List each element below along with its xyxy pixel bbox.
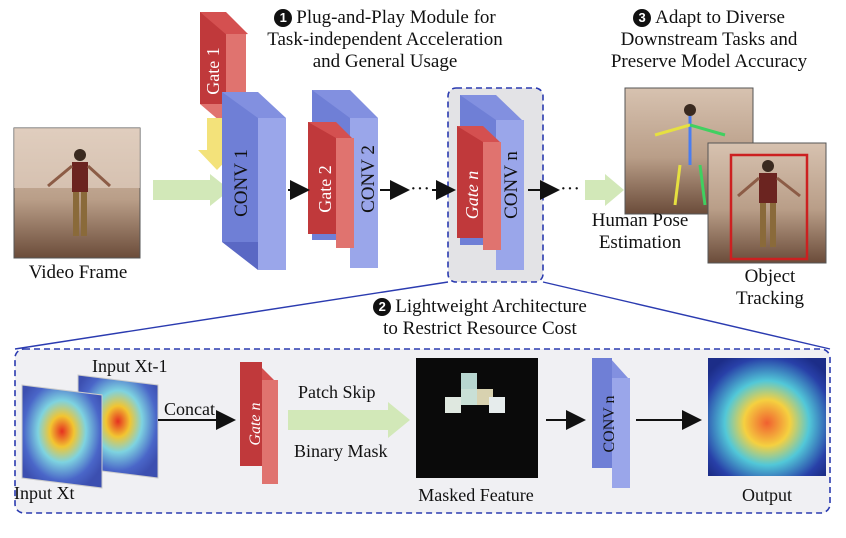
patch-skip-label: Patch Skip <box>298 382 376 402</box>
gate2-block <box>308 122 336 234</box>
output-heatmap-image <box>708 358 826 476</box>
panel-gaten-label: Gate n <box>247 402 264 446</box>
masked-feature-label: Masked Feature <box>418 485 534 505</box>
human-pose-label: Human Pose Estimation <box>580 210 700 254</box>
patch-skip-arrow <box>288 402 410 438</box>
output-arrow <box>585 174 624 206</box>
gate2-label: Gate 2 <box>315 165 335 213</box>
panel-gaten-block <box>240 362 262 466</box>
gaten-label: Gate n <box>462 170 482 220</box>
output-label: Output <box>741 485 792 505</box>
tracking-image <box>707 142 827 264</box>
step2-line1: Lightweight Architecture <box>395 296 587 317</box>
step2-line2: to Restrict Resource Cost <box>383 318 577 339</box>
step3-number: 3 <box>633 9 652 27</box>
conv1-block <box>222 92 258 242</box>
conv1-label: CONV 1 <box>231 149 252 217</box>
dots-1: ··· <box>410 178 430 200</box>
conv2-label: CONV 2 <box>358 145 379 213</box>
zoom-line-left <box>14 281 449 350</box>
panel-convn-block <box>592 358 612 468</box>
input-arrow <box>153 174 230 206</box>
masked-feature-image <box>416 358 538 478</box>
human-pose-line2: Estimation <box>598 232 682 253</box>
heatmap-image <box>21 374 159 489</box>
object-tracking-label: Object Tracking <box>720 266 820 310</box>
step1-line2: Task-independent Acceleration <box>267 29 503 50</box>
step3-line2: Downstream Tasks and <box>620 29 798 50</box>
zoom-line-right <box>542 281 831 350</box>
video-frame-image <box>13 127 141 259</box>
step3-line3: Preserve Model Accuracy <box>610 51 808 72</box>
step2-number: 2 <box>373 298 392 316</box>
panel-convn-label: CONV n <box>601 395 618 453</box>
step3-line1: Adapt to Diverse <box>655 7 785 28</box>
step1-number: 1 <box>274 9 293 27</box>
object-tracking-line1: Object <box>744 266 796 287</box>
binary-mask-label: Binary Mask <box>294 441 388 461</box>
convn-label: CONV n <box>501 151 522 219</box>
object-tracking-line2: Tracking <box>736 288 804 309</box>
input-cur-label: Input Xt <box>14 483 75 503</box>
concat-label: Concat <box>164 399 215 419</box>
step1-line1: Plug-and-Play Module for <box>296 7 496 28</box>
dots-2: ··· <box>560 178 580 200</box>
gate1-label: Gate 1 <box>203 47 223 95</box>
gaten-block <box>457 126 483 238</box>
human-pose-line1: Human Pose <box>591 210 689 231</box>
step1-line3: and General Usage <box>312 51 458 72</box>
input-prev-label: Input Xt-1 <box>92 356 168 376</box>
video-frame-label: Video Frame <box>28 262 128 283</box>
